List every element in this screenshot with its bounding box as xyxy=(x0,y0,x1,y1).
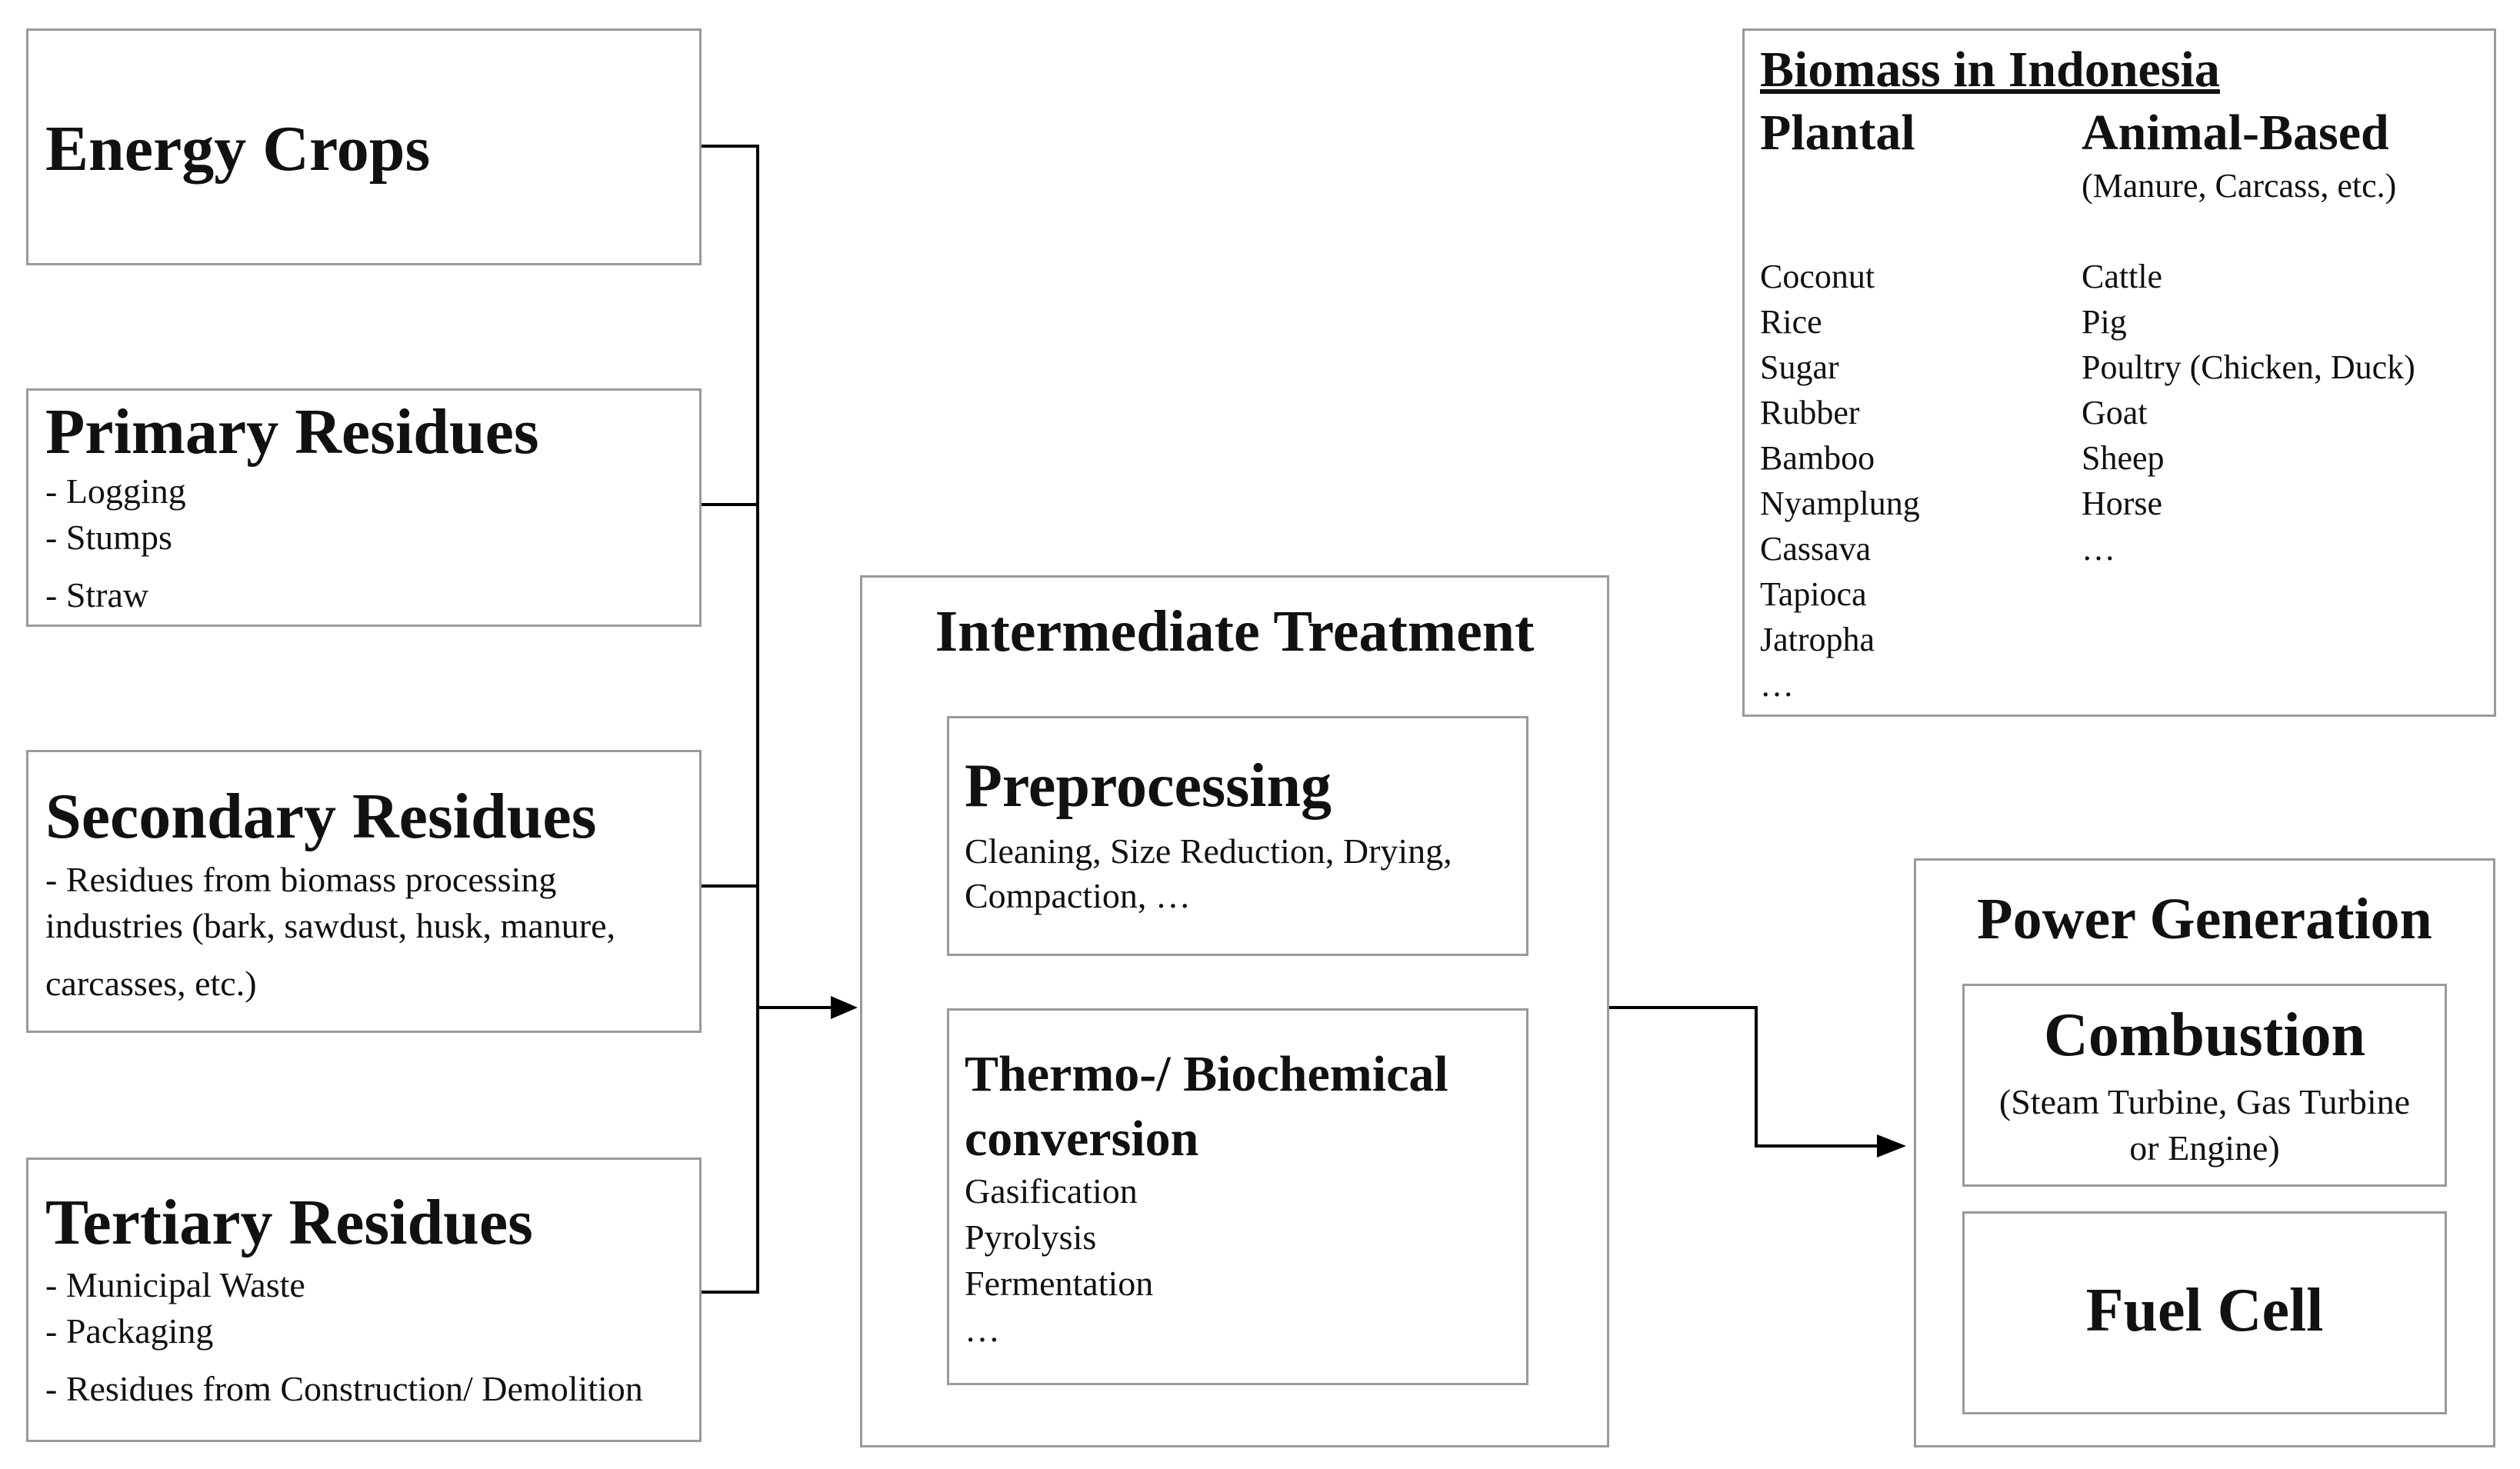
plantal-item: … xyxy=(1760,666,1794,704)
animal-item: Poultry (Chicken, Duck) xyxy=(2082,348,2415,386)
plantal-item: Cassava xyxy=(1760,530,1872,568)
power-generation-box: Power Generation Combustion (Steam Turbi… xyxy=(1914,858,2495,1447)
conversion-item: Pyrolysis xyxy=(965,1218,1097,1257)
plantal-item: Nyamplung xyxy=(1760,485,1920,522)
tertiary-residues-title: Tertiary Residues xyxy=(45,1187,533,1258)
energy-crops-box: Energy Crops xyxy=(26,28,702,265)
plantal-item: Tapioca xyxy=(1760,575,1867,613)
preprocessing-title: Preprocessing xyxy=(965,752,1332,820)
primary-residues-item: - Logging xyxy=(45,471,186,511)
primary-residues-title: Primary Residues xyxy=(45,396,539,468)
plantal-item: Jatropha xyxy=(1760,621,1875,658)
power-generation-title: Power Generation xyxy=(1977,887,2432,951)
primary-residues-item: - Stumps xyxy=(45,518,172,557)
animal-item: Horse xyxy=(2082,485,2163,522)
plantal-item: Coconut xyxy=(1760,258,1875,295)
animal-subheading: (Manure, Carcass, etc.) xyxy=(2082,167,2397,205)
tertiary-residues-item: - Packaging xyxy=(45,1311,214,1351)
secondary-residues-title: Secondary Residues xyxy=(45,781,597,852)
plantal-heading: Plantal xyxy=(1760,105,1915,161)
conversion-box: Thermo-/ Biochemical conversion Gasifica… xyxy=(947,1008,1528,1385)
plantal-item: Bamboo xyxy=(1760,439,1875,477)
primary-residues-box: Primary Residues - Logging - Stumps - St… xyxy=(26,388,702,627)
preprocessing-line: Cleaning, Size Reduction, Drying, xyxy=(965,831,1452,871)
biomass-title: Biomass in Indonesia xyxy=(1760,42,2220,98)
animal-item: Pig xyxy=(2082,303,2127,341)
combustion-box: Combustion (Steam Turbine, Gas Turbine o… xyxy=(1962,984,2447,1187)
arrowhead-to-intermediate xyxy=(831,996,858,1019)
conversion-title-line: conversion xyxy=(965,1111,1199,1167)
preprocessing-line: Compaction, … xyxy=(965,876,1191,915)
arrowhead-to-power xyxy=(1877,1134,1906,1158)
plantal-item: Sugar xyxy=(1760,348,1839,386)
primary-residues-item: - Straw xyxy=(45,575,149,615)
secondary-residues-box: Secondary Residues - Residues from bioma… xyxy=(26,750,702,1033)
preprocessing-box: Preprocessing Cleaning, Size Reduction, … xyxy=(947,716,1528,956)
secondary-residues-item: industries (bark, sawdust, husk, manure, xyxy=(45,906,615,945)
plantal-item: Rubber xyxy=(1760,394,1860,431)
conversion-item: Gasification xyxy=(965,1171,1138,1211)
plantal-item: Rice xyxy=(1760,303,1822,341)
tertiary-residues-box: Tertiary Residues - Municipal Waste - Pa… xyxy=(26,1158,702,1442)
animal-item: … xyxy=(2082,530,2115,568)
conversion-item: Fermentation xyxy=(965,1264,1154,1303)
biomass-indonesia-box: Biomass in Indonesia Plantal Animal-Base… xyxy=(1742,28,2496,717)
combustion-line: (Steam Turbine, Gas Turbine xyxy=(1998,1082,2411,1121)
conversion-item: … xyxy=(965,1310,1000,1349)
tertiary-residues-item: - Residues from Construction/ Demolition xyxy=(45,1369,643,1408)
intermediate-treatment-box: Intermediate Treatment Preprocessing Cle… xyxy=(860,575,1609,1447)
animal-list: Cattle Pig Poultry (Chicken, Duck) Goat … xyxy=(2082,260,2415,578)
plantal-list: Coconut Rice Sugar Rubber Bamboo Nyamplu… xyxy=(1760,260,1920,714)
animal-heading: Animal-Based xyxy=(2082,105,2389,161)
animal-item: Sheep xyxy=(2082,439,2165,477)
arrow-to-power xyxy=(1608,1006,1888,1148)
animal-item: Goat xyxy=(2082,394,2148,431)
secondary-residues-item: - Residues from biomass processing xyxy=(45,860,557,899)
secondary-residues-item: carcasses, etc.) xyxy=(45,964,257,1003)
combustion-line: or Engine) xyxy=(2129,1128,2280,1168)
animal-item: Cattle xyxy=(2082,258,2163,295)
fuel-cell-title: Fuel Cell xyxy=(2085,1277,2324,1344)
tertiary-residues-item: - Municipal Waste xyxy=(45,1265,305,1304)
combustion-title: Combustion xyxy=(2044,1001,2365,1069)
intermediate-treatment-title: Intermediate Treatment xyxy=(935,599,1535,664)
fuel-cell-box: Fuel Cell xyxy=(1962,1211,2447,1414)
conversion-title-line: Thermo-/ Biochemical xyxy=(965,1046,1448,1102)
energy-crops-title: Energy Crops xyxy=(45,113,431,185)
